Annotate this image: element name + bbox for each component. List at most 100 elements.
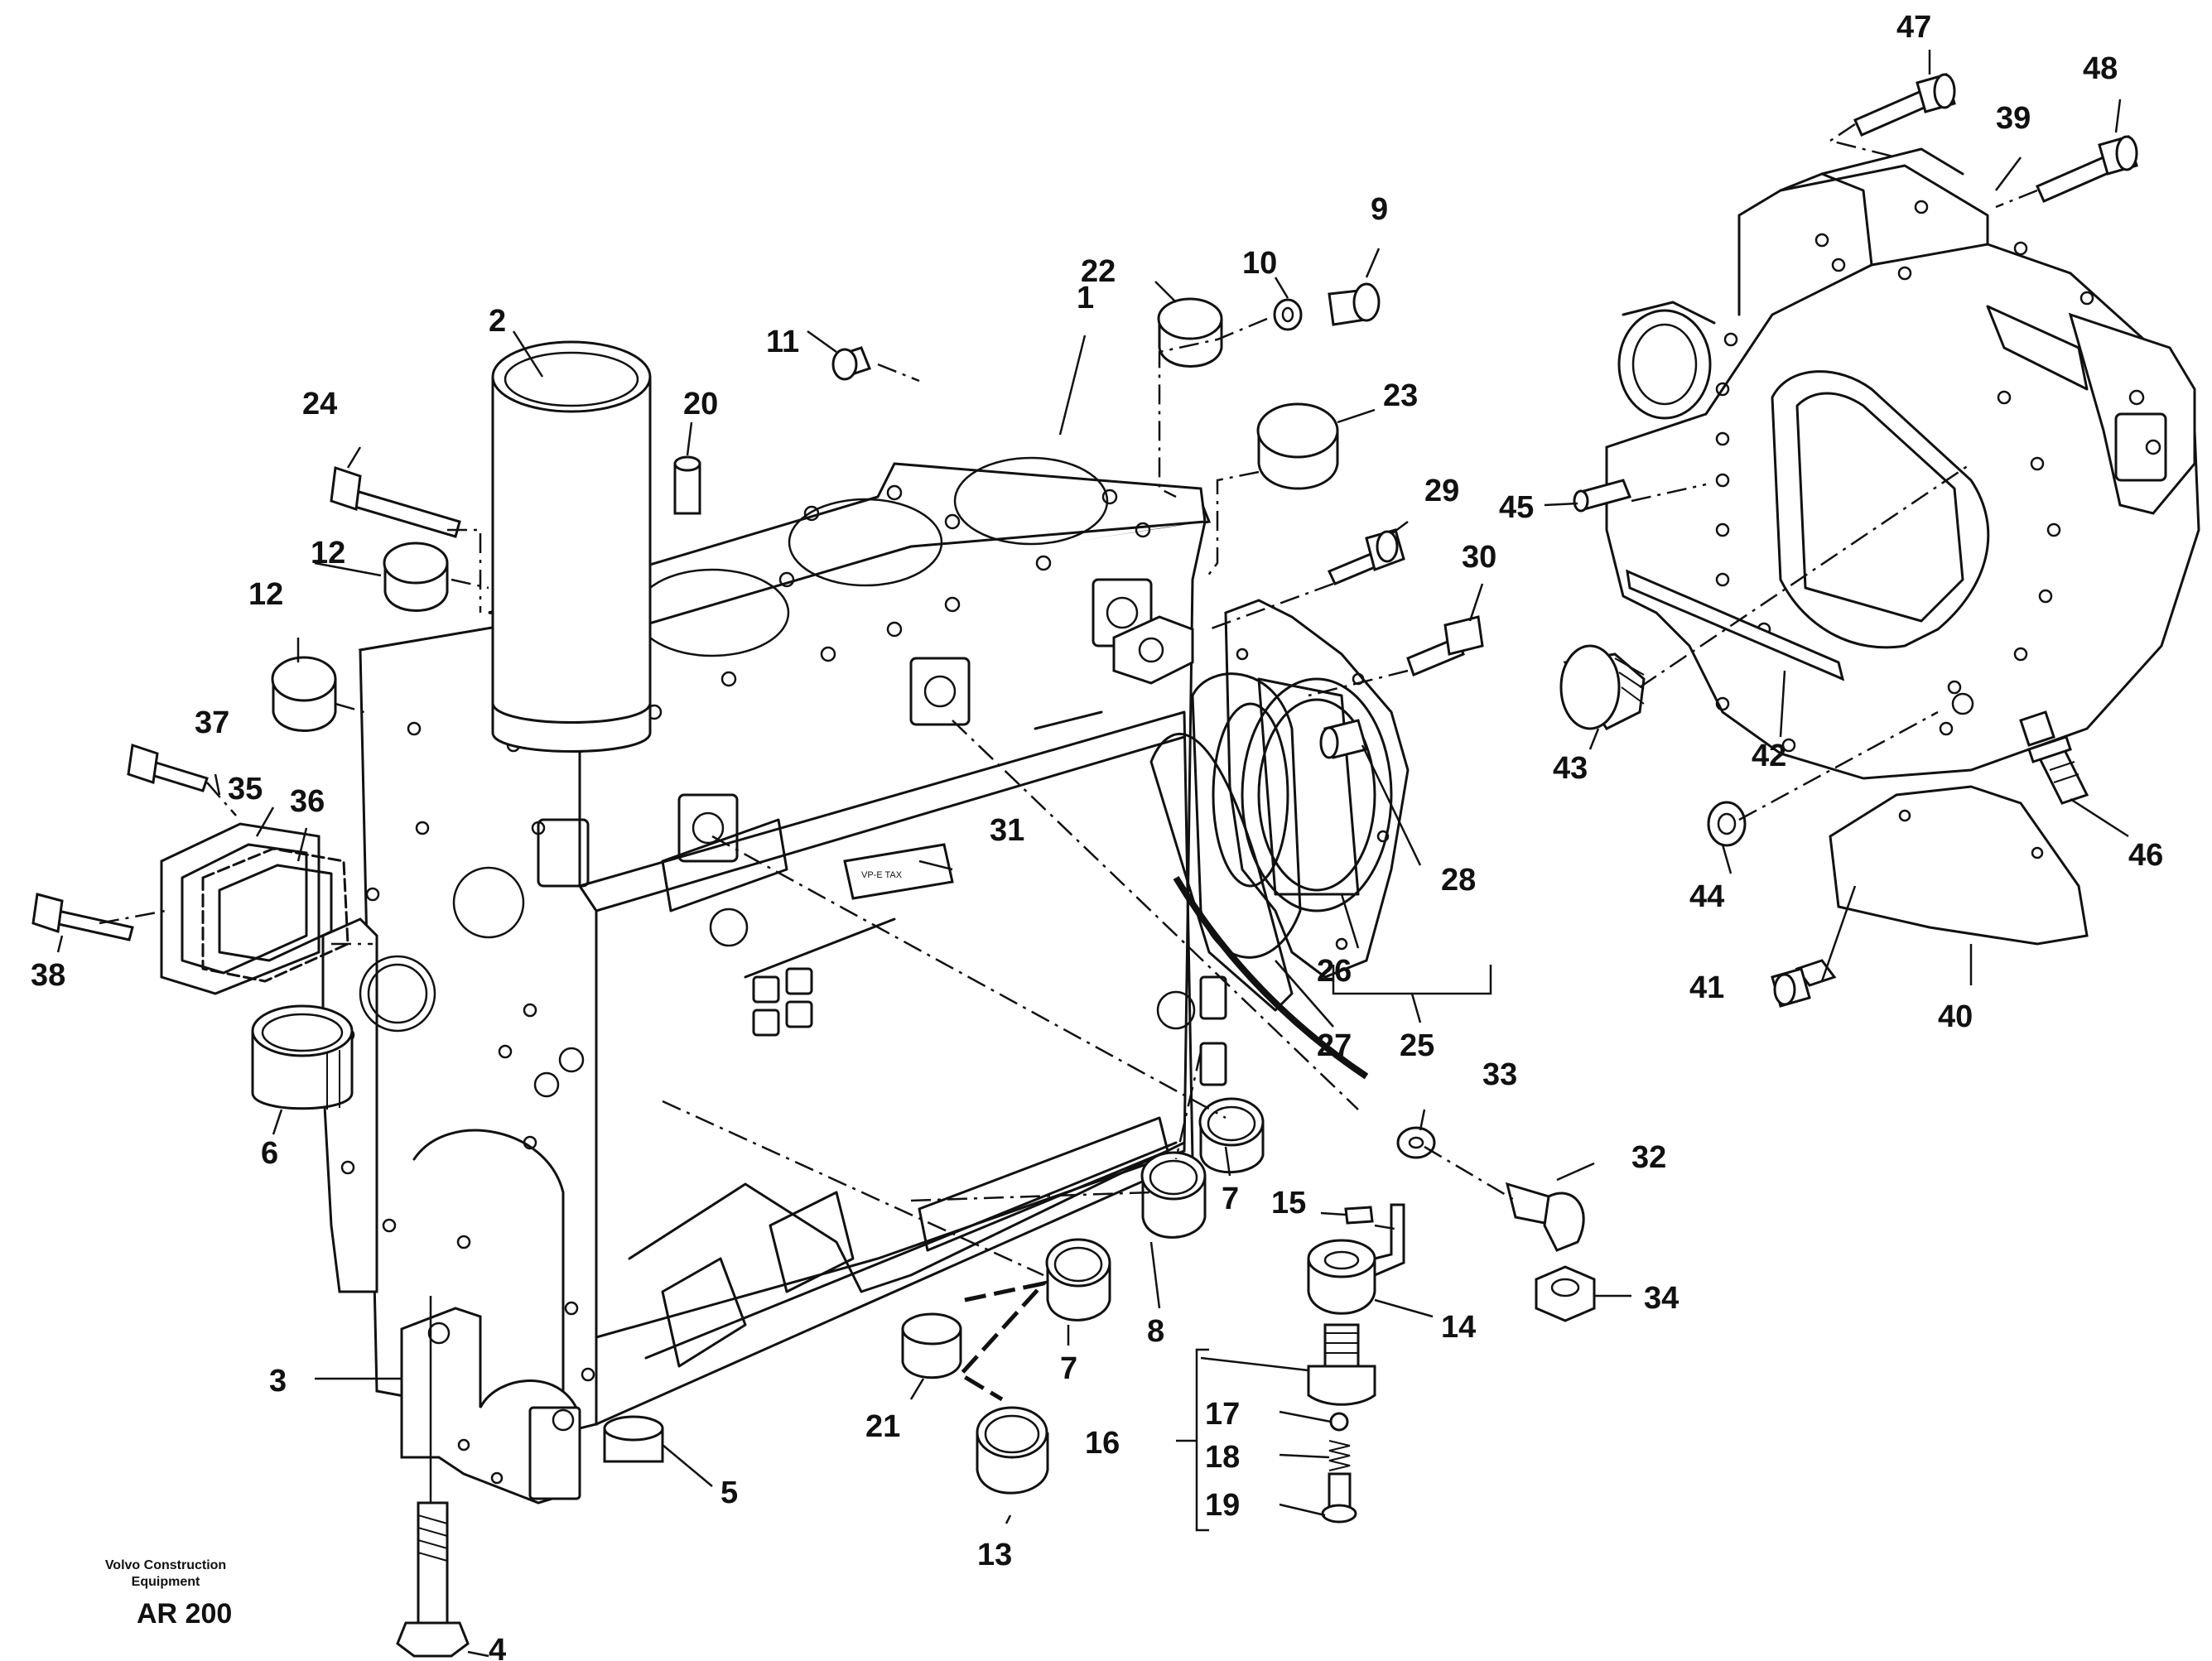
bushing-13 [976, 1406, 1049, 1495]
footer-brand: Volvo Construction Equipment AR 200 [105, 1558, 232, 1630]
bolt-30 [1406, 615, 1484, 676]
brand-line-2: Equipment [132, 1575, 200, 1589]
callout-23: 23 [1383, 378, 1418, 413]
label-plate-31: VP-E TAX [843, 843, 954, 900]
sleeve [603, 1415, 664, 1463]
callout-26: 26 [1317, 954, 1352, 989]
washer-10 [1273, 298, 1303, 331]
callout-47: 47 [1896, 10, 1931, 45]
plug-43 [1559, 644, 1646, 730]
callout-12b: 12 [248, 577, 283, 612]
shim-42 [1626, 569, 1845, 681]
callout-13: 13 [977, 1538, 1012, 1572]
bolt-41 [1771, 959, 1837, 1008]
callout-1: 1 [1077, 281, 1094, 315]
callout-20: 20 [683, 387, 718, 421]
bolt-37 [127, 744, 209, 792]
callout-40: 40 [1938, 999, 1973, 1034]
callout-45: 45 [1499, 490, 1534, 525]
nut-34 [1535, 1265, 1596, 1322]
callout-21: 21 [865, 1409, 900, 1444]
callout-3: 3 [269, 1364, 287, 1399]
callout-33: 33 [1482, 1057, 1517, 1092]
plug-12a [383, 542, 449, 612]
callout-46: 46 [2128, 838, 2163, 873]
callout-19: 19 [1205, 1488, 1240, 1523]
plug-21 [901, 1312, 962, 1379]
washer-44 [1707, 801, 1747, 847]
callout-35: 35 [228, 772, 263, 806]
callout-17: 17 [1205, 1397, 1240, 1432]
pin-15 [1344, 1206, 1374, 1225]
callout-14: 14 [1441, 1310, 1476, 1345]
dowel-28 [1319, 719, 1368, 759]
callout-41: 41 [1689, 970, 1724, 1005]
callout-43: 43 [1553, 751, 1588, 786]
callout-39: 39 [1996, 101, 2031, 136]
valve-body-16 [1307, 1323, 1376, 1406]
bolt-48 [2036, 135, 2138, 203]
gasket-36 [201, 847, 349, 983]
bolt-38 [31, 893, 134, 941]
pin-45 [1573, 479, 1632, 513]
callout-30: 30 [1462, 540, 1496, 575]
callout-38: 38 [31, 958, 65, 993]
bracket-fitting [1112, 615, 1194, 685]
callout-12a: 12 [311, 536, 345, 571]
callout-16: 16 [1085, 1426, 1120, 1461]
callout-5: 5 [720, 1476, 738, 1510]
plug-9 [1328, 282, 1381, 326]
callout-28: 28 [1441, 863, 1476, 898]
callout-42: 42 [1752, 739, 1786, 773]
dowel-20 [673, 455, 701, 515]
callout-7a: 7 [1222, 1182, 1239, 1216]
flywheel-housing-39 [1605, 147, 2200, 780]
label-plate-text: VP-E TAX [861, 870, 903, 880]
bolt-47 [1853, 73, 1956, 137]
callout-24: 24 [302, 387, 337, 421]
seal-housing-25 [1224, 599, 1410, 979]
plug-23 [1256, 402, 1339, 490]
callout-32: 32 [1631, 1140, 1666, 1175]
brand-line-1: Volvo Construction [105, 1558, 226, 1572]
callout-27: 27 [1317, 1028, 1352, 1063]
callout-31: 31 [990, 813, 1024, 848]
fitting-46 [2027, 735, 2089, 805]
cylinder-liner [491, 340, 652, 753]
callout-labels: 1 2 3 4 5 6 7 7 8 9 10 11 12 12 13 14 15… [31, 10, 2163, 1661]
callout-34: 34 [1644, 1281, 1679, 1316]
bushing-8 [1140, 1151, 1207, 1239]
callout-36: 36 [290, 784, 325, 819]
callout-22: 22 [1081, 254, 1116, 289]
gasket-27 [1149, 732, 1369, 1080]
callout-8: 8 [1147, 1314, 1164, 1349]
callout-44: 44 [1689, 879, 1724, 914]
callout-2: 2 [489, 304, 506, 339]
callout-37: 37 [195, 705, 229, 740]
plug-12b [271, 656, 337, 732]
stud-24 [330, 465, 461, 538]
plug-19 [1321, 1472, 1357, 1524]
callout-18: 18 [1205, 1440, 1240, 1475]
bolt-29 [1327, 528, 1405, 585]
bushing-7b [1045, 1238, 1111, 1322]
elbow-fitting-32 [1505, 1182, 1585, 1252]
drawing-code: AR 200 [137, 1598, 232, 1630]
plug-11 [831, 346, 871, 381]
ball-17 [1329, 1412, 1349, 1432]
bearing-cap-bolt [396, 1296, 470, 1658]
callout-10: 10 [1242, 246, 1277, 281]
spring-18 [1328, 1440, 1351, 1471]
callout-25: 25 [1400, 1028, 1434, 1063]
callout-7b: 7 [1060, 1351, 1077, 1386]
callout-9: 9 [1371, 192, 1388, 227]
callout-4: 4 [489, 1633, 506, 1661]
bushing-7a [1198, 1097, 1265, 1174]
callout-29: 29 [1424, 474, 1459, 508]
fitting-14 [1307, 1203, 1405, 1315]
washer-33 [1396, 1126, 1436, 1159]
bearing-cap [400, 1307, 581, 1505]
callout-6: 6 [261, 1136, 278, 1171]
callout-11: 11 [766, 325, 799, 359]
